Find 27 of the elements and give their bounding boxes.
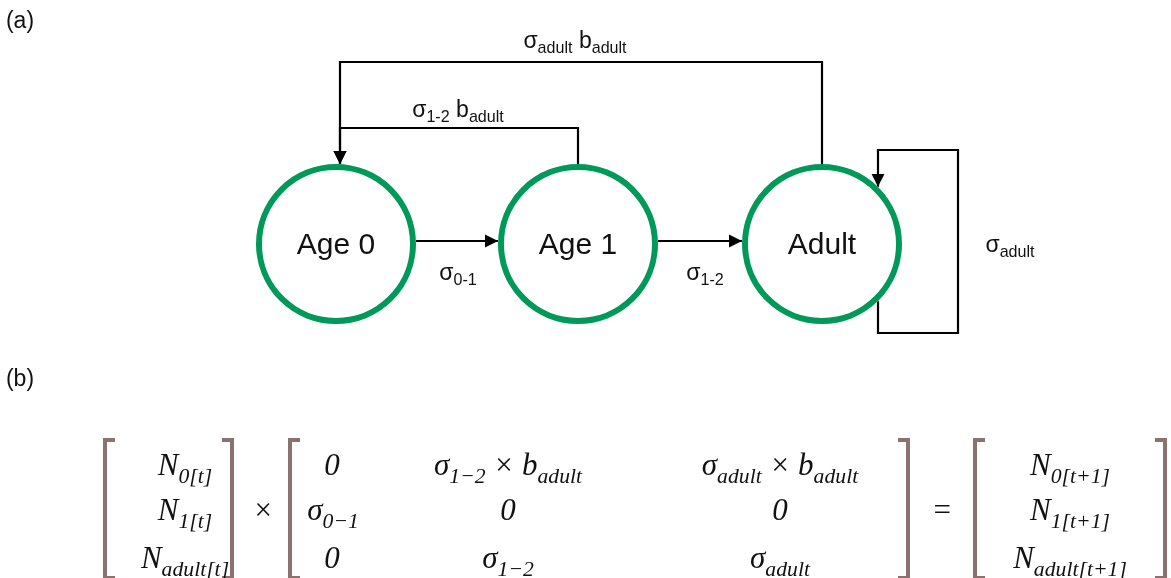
node-label: Adult [787, 227, 857, 261]
edge-label: σ$_{0-1}$ [439, 258, 477, 286]
node-label: Age 1 [538, 227, 618, 261]
edge-label: σ$_{adult}$ b$_{adult}$ [523, 26, 627, 54]
arrow [658, 234, 742, 248]
matrix-entry: σ$_{adult}$ × b$_{adult}$ [701, 447, 859, 483]
matrix-entry: σ$_{1−2}$ [482, 540, 534, 576]
matrix-entry: N$_{adult[t]}$ [140, 540, 230, 576]
edge-label: σ$_{adult}$ [985, 230, 1035, 258]
panel-label: (b) [5, 364, 35, 392]
arrow [333, 60, 824, 165]
matrix-entry: N$_{adult[t+1]}$ [1013, 540, 1127, 576]
edge-label: σ$_{1-2}$ b$_{adult}$ [412, 95, 504, 123]
matrix-entry: σ$_{1−2}$ × b$_{adult}$ [433, 447, 583, 483]
matrix-entry: 0 [324, 540, 340, 576]
arrow [871, 148, 960, 335]
matrix-entry: 0 [772, 492, 788, 528]
matrix-entry: σ$_{adult}$ [750, 540, 810, 576]
matrix-entry: σ$_{0−1}$ [307, 492, 359, 528]
arrow [416, 234, 498, 248]
edge-label: σ$_{1-2}$ [686, 258, 724, 286]
panel-label: (a) [5, 6, 35, 34]
node-label: Age 0 [296, 227, 376, 261]
operator-symbol: = [931, 492, 953, 528]
matrix-entry: 0 [324, 447, 340, 483]
operator-symbol: × [252, 492, 274, 528]
matrix-entry: 0 [500, 492, 516, 528]
